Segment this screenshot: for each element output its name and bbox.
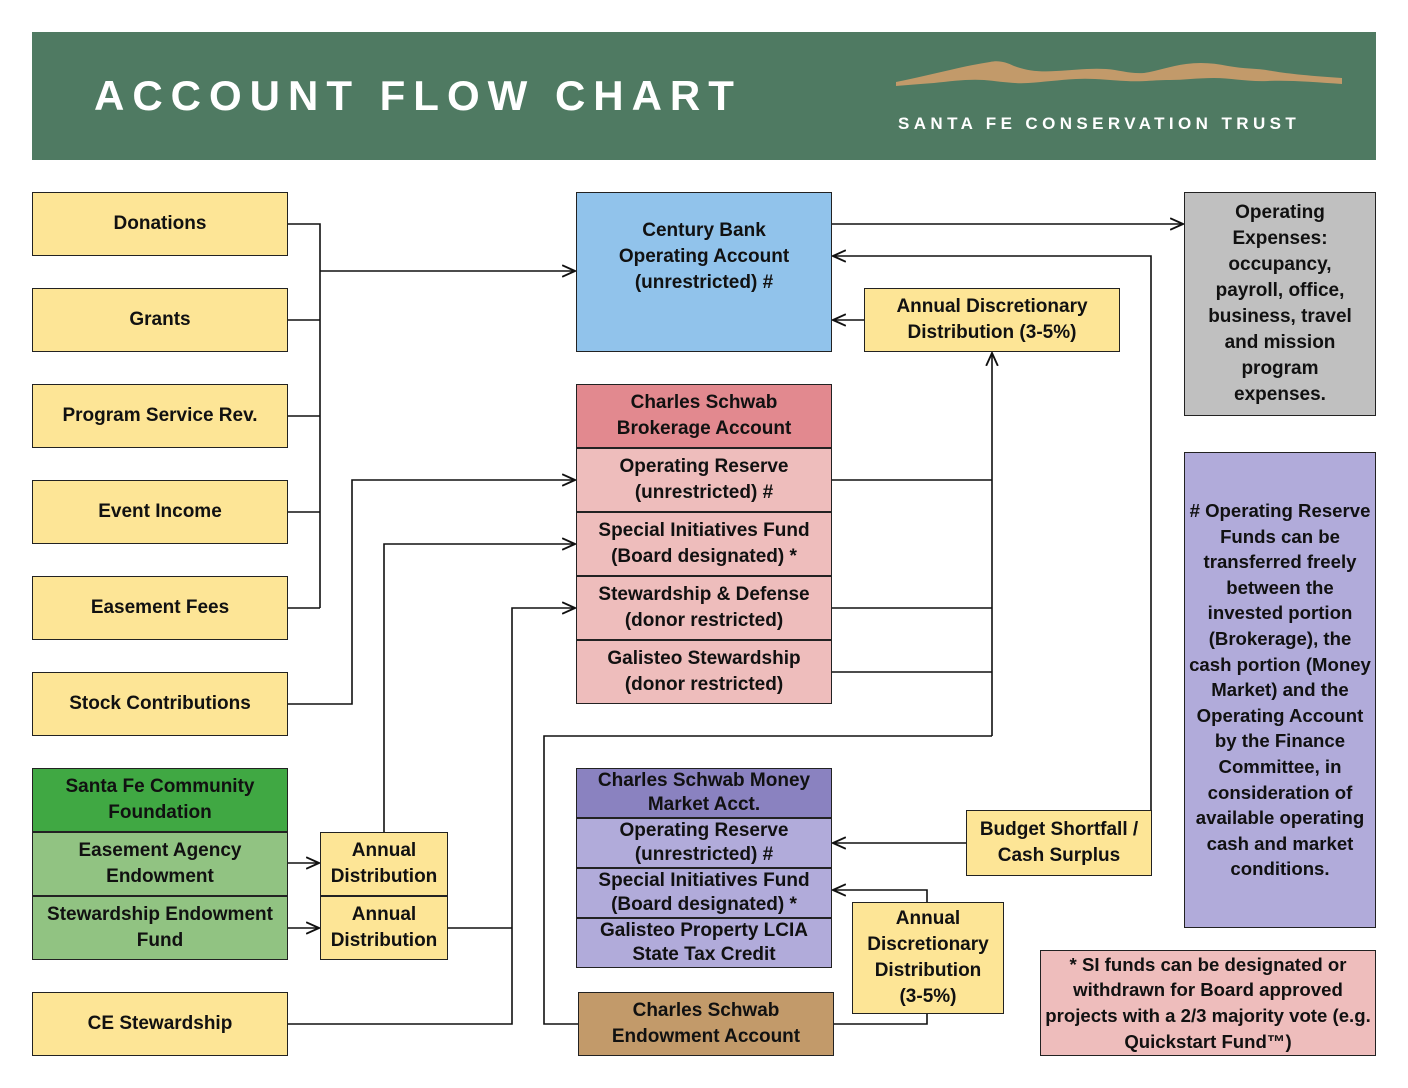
source-easement-fees-label: Easement Fees [90, 597, 230, 618]
mountain-logo-icon [896, 61, 1342, 86]
source-donations-label: Donations [113, 213, 207, 234]
stock-to-reserve-arrow [288, 480, 575, 705]
source-stock-contributions: Stock Contributions [32, 672, 288, 736]
money-market-title: Charles Schwab Money Market Acct. [576, 768, 832, 818]
operating-expenses: Operating Expenses: occupancy, payroll, … [1184, 192, 1376, 416]
header-banner: ACCOUNT FLOW CHART SANTA FE CONSERVATION… [32, 32, 1376, 160]
ce-to-stewardship-arrow [288, 608, 575, 1025]
budget-shortfall-surplus: Budget Shortfall / Cash Surplus [966, 810, 1152, 876]
brokerage-stewardship-defense-label: Stewardship & Defense (donor restricted) [598, 584, 810, 631]
endowment-account: Charles Schwab Endowment Account [578, 992, 834, 1056]
brokerage-special-initiatives-label: Special Initiatives Fund (Board designat… [598, 520, 810, 567]
source-stock-contributions-label: Stock Contributions [69, 693, 251, 714]
brokerage-account-title-label: Charles Schwab Brokerage Account [616, 392, 792, 439]
si-funds-note: * SI funds can be designated or withdraw… [1040, 950, 1376, 1056]
century-bank-operating-account: Century Bank Operating Account (unrestri… [576, 192, 832, 352]
source-event-income: Event Income [32, 480, 288, 544]
source-grants: Grants [32, 288, 288, 352]
si-funds-note-text: * SI funds can be designated or withdraw… [1045, 953, 1371, 1052]
operating-expenses-label: Operating Expenses: occupancy, payroll, … [1208, 202, 1352, 405]
brokerage-stewardship-defense: Stewardship & Defense (donor restricted) [576, 576, 832, 640]
source-grants-label: Grants [129, 309, 191, 330]
budget-shortfall-label: Budget Shortfall / Cash Surplus [979, 819, 1139, 866]
source-event-income-label: Event Income [98, 501, 222, 522]
money-market-title-label: Charles Schwab Money Market Acct. [597, 770, 811, 815]
easement-agency-endowment-label: Easement Agency Endowment [78, 840, 242, 887]
budget-to-century-arrow [833, 256, 1152, 810]
money-market-galisteo-property-label: Galisteo Property LCIA State Tax Credit [600, 920, 808, 965]
operating-reserve-note-text: # Operating Reserve Funds can be transfe… [1189, 500, 1371, 880]
endowment-account-label: Charles Schwab Endowment Account [611, 1000, 801, 1047]
organization-name: SANTA FE CONSERVATION TRUST [898, 114, 1301, 133]
income-bus-line [288, 223, 321, 609]
easement-agency-endowment: Easement Agency Endowment [32, 832, 288, 896]
source-program-service: Program Service Rev. [32, 384, 288, 448]
annual-distribution-stewardship: Annual Distribution [320, 896, 448, 960]
distribution-to-si-arrow [383, 544, 575, 832]
money-market-operating-reserve-label: Operating Reserve (unrestricted) # [619, 820, 789, 865]
money-market-galisteo-property: Galisteo Property LCIA State Tax Credit [576, 918, 832, 968]
operating-reserve-note: # Operating Reserve Funds can be transfe… [1184, 452, 1376, 928]
source-ce-stewardship-label: CE Stewardship [87, 1013, 233, 1034]
century-bank-label: Century Bank Operating Account (unrestri… [618, 220, 790, 293]
endowment-annual-discretionary: Annual Discretionary Distribution (3-5%) [852, 902, 1004, 1014]
brokerage-operating-reserve: Operating Reserve (unrestricted) # [576, 448, 832, 512]
annual-distribution-easement-label: Annual Distribution [330, 840, 438, 887]
stewardship-endowment-fund-label: Stewardship Endowment Fund [47, 904, 273, 951]
endowment-to-discretionary-line [543, 735, 992, 1025]
endowment-annual-discretionary-label: Annual Discretionary Distribution (3-5%) [867, 908, 989, 1007]
brokerage-operating-reserve-label: Operating Reserve (unrestricted) # [619, 456, 789, 503]
brokerage-special-initiatives: Special Initiatives Fund (Board designat… [576, 512, 832, 576]
brokerage-account-title: Charles Schwab Brokerage Account [576, 384, 832, 448]
foundation-title: Santa Fe Community Foundation [32, 768, 288, 832]
money-market-special-initiatives: Special Initiatives Fund (Board designat… [576, 868, 832, 918]
source-donations: Donations [32, 192, 288, 256]
foundation-title-label: Santa Fe Community Foundation [65, 776, 255, 823]
brokerage-galisteo-stewardship-label: Galisteo Stewardship (donor restricted) [607, 648, 801, 695]
source-easement-fees: Easement Fees [32, 576, 288, 640]
money-market-operating-reserve: Operating Reserve (unrestricted) # [576, 818, 832, 868]
source-ce-stewardship: CE Stewardship [32, 992, 288, 1056]
brokerage-collector-line [832, 479, 992, 673]
page-title: ACCOUNT FLOW CHART [94, 72, 742, 119]
stewardship-endowment-fund: Stewardship Endowment Fund [32, 896, 288, 960]
source-program-service-label: Program Service Rev. [62, 405, 258, 426]
brokerage-galisteo-stewardship: Galisteo Stewardship (donor restricted) [576, 640, 832, 704]
annual-discretionary-distribution: Annual Discretionary Distribution (3-5%) [864, 288, 1120, 352]
annual-distribution-stewardship-label: Annual Distribution [330, 904, 438, 951]
money-market-special-initiatives-label: Special Initiatives Fund (Board designat… [598, 870, 810, 915]
annual-discretionary-label: Annual Discretionary Distribution (3-5%) [896, 296, 1088, 343]
annual-distribution-easement: Annual Distribution [320, 832, 448, 896]
